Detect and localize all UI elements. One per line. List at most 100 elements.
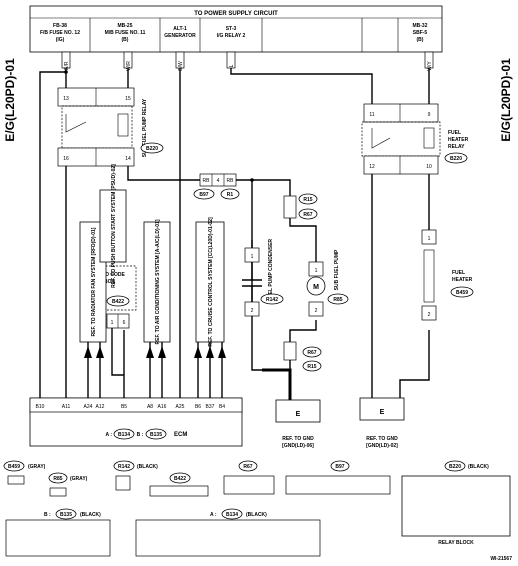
wire-label-wy: W/Y <box>427 61 433 71</box>
pump-pin-1: 1 <box>315 268 318 274</box>
ecm: B10 A11 A24 A12 B5 A8 A16 A25 B6 B37 B4 … <box>29 397 243 447</box>
ground-e-left: E <box>296 411 301 418</box>
psu-cell-1-line3: (IG) <box>56 37 65 43</box>
fuel-heater: 1 2 FUEL HEATER B459 <box>421 229 474 321</box>
connector-r15-top: R15 <box>303 197 312 203</box>
ref-aircon: REF. TO AIR CONDITIONING SYSTEM [A-A/C(L… <box>155 219 161 344</box>
id-pin-1: 1 <box>111 320 114 326</box>
wire-label-gr: G/R <box>64 61 70 70</box>
side-label-right: E/G(L20PD)-01 <box>499 58 513 142</box>
rb-pin-4: 4 <box>217 178 220 184</box>
view-b135-title: B135 <box>60 512 72 518</box>
connector-b220-fh-relay: B220 <box>450 156 462 162</box>
fuel-heater-relay-label-3: RELAY <box>448 144 465 150</box>
id-code-box-label-2: BOX <box>104 279 116 285</box>
rb-left: RB <box>203 178 211 184</box>
view-r67-title: R67 <box>243 464 252 470</box>
fh-pin-1: 1 <box>428 236 431 242</box>
ecm-pin: B4 <box>219 404 225 410</box>
view-b134-color: (BLACK) <box>246 512 267 518</box>
fuel-heater-relay: 11 9 12 10 FUEL HEATER RELAY B220 <box>361 103 469 175</box>
ground-e-right: E <box>380 409 385 416</box>
pin-14: 14 <box>125 156 131 162</box>
connector-b459: B459 <box>456 290 468 296</box>
fuel-pump-condenser-label: FUEL PUMP CONDENSER <box>268 239 274 301</box>
ref-radiator: REF. TO RADIATOR FAN SYSTEM [RFD(D)-01] <box>91 227 97 336</box>
ecm-pin: A25 <box>176 404 185 410</box>
pin-9: 9 <box>428 112 431 118</box>
wire-label-l: L <box>229 64 235 67</box>
sub-fuel-pump-relay: 13 15 16 14 SUB FUEL PUMP RELAY B220 <box>57 87 164 167</box>
connector-r15-bottom: R15 <box>307 364 316 370</box>
view-b135-prefix: B : <box>44 512 51 518</box>
view-b220-color: (BLACK) <box>468 464 489 470</box>
psu-cell-2-line1: MB-25 <box>117 23 132 29</box>
ecm-pin: B5 <box>121 404 127 410</box>
cond-pin-1: 1 <box>251 254 254 260</box>
view-b459-title: B459 <box>8 464 20 470</box>
psu-cell-5-line2: SBF-5 <box>413 30 428 36</box>
pin-10: 10 <box>426 164 432 170</box>
ecm-prefix-b: B : <box>137 432 144 438</box>
connector-views: B459 (GRAY) R85 (GRAY) R142 (BLACK) B422… <box>3 460 511 557</box>
power-supply-title: TO POWER SUPPLY CIRCUIT <box>194 11 278 17</box>
ref-cruise: REF. TO CRUISE CONTROL SYSTEM [CC(L20D)-… <box>208 217 214 347</box>
fuel-heater-label-2: HEATER <box>452 277 473 283</box>
view-r85-title: R85 <box>53 476 62 482</box>
side-label-left: E/G(L20PD)-01 <box>3 58 17 142</box>
psu-cell-5-line3: (B) <box>417 37 424 43</box>
id-code-box: ID CODE BOX B422 1 6 <box>101 265 137 360</box>
pin-15: 15 <box>125 96 131 102</box>
id-code-box-label-1: ID CODE <box>104 272 126 278</box>
power-supply-box: TO POWER SUPPLY CIRCUIT FB-38 F/B FUSE N… <box>29 5 443 69</box>
view-b135-color: (BLACK) <box>80 512 101 518</box>
pin-13: 13 <box>63 96 69 102</box>
ecm-pin: A8 <box>147 404 153 410</box>
ecm-pin: B6 <box>195 404 201 410</box>
wire-label-wr: W/R <box>126 61 132 71</box>
cond-pin-2: 2 <box>251 308 254 314</box>
motor-symbol: M <box>313 284 319 291</box>
view-b134-prefix: A : <box>210 512 217 518</box>
fuel-heater-relay-label-2: HEATER <box>448 137 469 143</box>
ecm-prefix-a: A : <box>106 432 113 438</box>
connector-b220-relay: B220 <box>146 146 158 152</box>
fh-pin-2: 2 <box>428 312 431 318</box>
sub-fuel-pump: 1 M 2 SUB FUEL PUMP R85 <box>306 249 349 317</box>
ecm-pin: B37 <box>206 404 215 410</box>
r67-r15-lower: R67 R15 <box>283 341 322 372</box>
rb-inline-connector: RB 4 RB B97 R1 <box>193 173 240 200</box>
rb-right: RB <box>227 178 235 184</box>
ground-right: E REF. TO GND [GND(LD)-02] <box>359 397 405 449</box>
connector-b422: B422 <box>112 299 124 305</box>
psu-cell-1-line1: FB-38 <box>53 23 67 29</box>
view-b459-color: (GRAY) <box>28 464 46 470</box>
ground-ref-left-2: [GND(LD)-06] <box>282 443 314 449</box>
fuel-heater-label-1: FUEL <box>452 270 465 276</box>
psu-cell-4-line1: ST-3 <box>226 26 237 32</box>
pin-12: 12 <box>369 164 375 170</box>
psu-cell-4-line2: I/G RELAY 2 <box>217 33 246 39</box>
connector-r142: R142 <box>266 297 278 303</box>
wiring <box>39 68 430 400</box>
fuel-heater-relay-label-1: FUEL <box>448 130 461 136</box>
r15-r67-upper: R15 R67 <box>283 193 318 220</box>
ecm-pin: A16 <box>158 404 167 410</box>
pump-pin-2: 2 <box>315 308 318 314</box>
view-b220-caption: RELAY BLOCK <box>438 540 474 546</box>
ref-boxes: REF. TO RADIATOR FAN SYSTEM [RFD(D)-01] … <box>79 164 226 358</box>
ground-ref-right-1: REF. TO GND <box>366 436 398 442</box>
ecm-pin: A24 <box>84 404 93 410</box>
ref-push-button: REF. TO PUSH BUTTON START SYSTEM [PSUD)-… <box>111 164 117 288</box>
psu-cell-2-line2: M/B FUSE NO. 11 <box>105 30 146 36</box>
connector-r67-bottom: R67 <box>307 350 316 356</box>
view-r85-color: (GRAY) <box>70 476 88 482</box>
ecm-pin-labels: B10 A11 A24 A12 B5 A8 A16 A25 B6 B37 B4 <box>36 404 226 410</box>
pin-16: 16 <box>63 156 69 162</box>
ground-ref-right-2: [GND(LD)-02] <box>366 443 398 449</box>
ecm-pin: A12 <box>96 404 105 410</box>
sub-fuel-pump-relay-label: SUB FUEL PUMP RELAY <box>142 98 148 157</box>
connector-r67-top: R67 <box>303 212 312 218</box>
figure-code: WI-21567 <box>490 556 512 562</box>
